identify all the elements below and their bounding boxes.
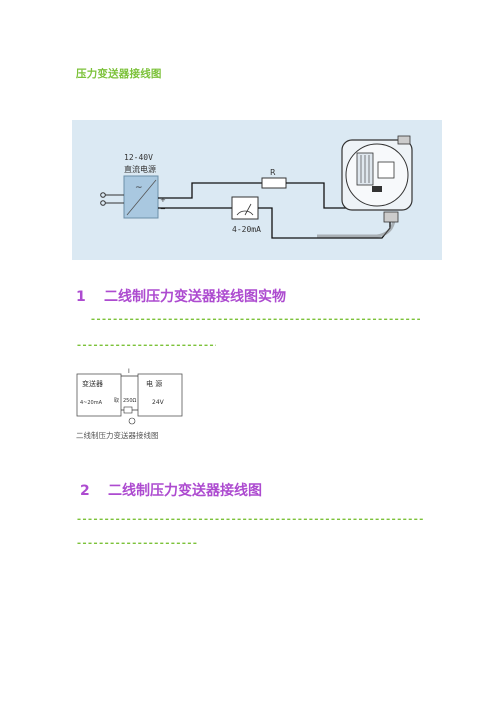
ac-symbol: ~ xyxy=(135,183,143,193)
module-chip xyxy=(377,161,395,179)
page-title: 压力变送器接线图 xyxy=(76,68,162,80)
section-2-rule-line-1: ----------------------------------------… xyxy=(76,514,424,525)
power-box-title: 电 源 xyxy=(146,379,162,388)
sense-resistor xyxy=(123,406,133,414)
transmitter-box xyxy=(76,373,122,417)
section-1-number: 1 xyxy=(76,289,86,305)
resistor-label: R xyxy=(270,168,276,177)
power-box xyxy=(137,373,183,417)
plus-label: + xyxy=(160,196,166,204)
power-supply-module xyxy=(123,175,159,219)
wire-meter-to-transmitter xyxy=(258,207,391,239)
schematic-diagram: 变送器 4~20mA 电 源 24V I 取 250Ω xyxy=(76,366,186,448)
milliammeter xyxy=(231,196,259,220)
wiring-diagram-photo: 12-40V 直流电源 ~ + − R 4-20mA xyxy=(72,120,442,260)
minus-label: − xyxy=(160,205,166,213)
resistor-value: 250Ω xyxy=(123,398,137,404)
indicator xyxy=(372,186,382,192)
section-2-title: 二线制压力变送器接线图 xyxy=(108,483,262,499)
ac-terminal-2 xyxy=(100,200,106,206)
schematic-caption: 二线制压力变送器接线图 xyxy=(76,431,159,440)
section-1-title: 二线制压力变送器接线图实物 xyxy=(104,289,286,305)
power-box-value: 24V xyxy=(152,399,165,406)
meter-symbol xyxy=(128,417,136,425)
section-2-heading: 2 二线制压力变送器接线图 xyxy=(80,480,262,500)
ac-terminal-1 xyxy=(100,192,106,198)
converter-diagonal xyxy=(126,179,157,216)
current-label: I xyxy=(128,368,130,375)
cable-gland xyxy=(383,211,399,223)
schematic-svg: 变送器 4~20mA 电 源 24V I 取 250Ω xyxy=(76,368,183,425)
resistor xyxy=(261,177,287,189)
wiring-diagram-svg: 12-40V 直流电源 ~ + − R 4-20mA xyxy=(100,135,413,239)
section-1-rule-line-1: ----------------------------------------… xyxy=(90,314,420,325)
section-2-number: 2 xyxy=(80,483,90,499)
section-1-rule-line-2: ---------------------------- xyxy=(76,340,216,351)
power-name-label: 直流电源 xyxy=(124,164,156,174)
section-2-rule-line-2: ------------------------- xyxy=(76,538,198,549)
meter-label: 4-20mA xyxy=(232,225,261,234)
power-voltage-label: 12-40V xyxy=(124,153,153,162)
section-1-heading: 1 二线制压力变送器接线图实物 xyxy=(76,286,286,306)
wire-resistor-to-transmitter xyxy=(286,182,352,209)
transmitter-cover xyxy=(345,143,409,207)
wire-positive xyxy=(158,182,262,199)
transmitter-box-title: 变送器 xyxy=(82,379,103,388)
resistor-note: 取 xyxy=(114,398,119,404)
transmitter-box-value: 4~20mA xyxy=(80,400,103,406)
